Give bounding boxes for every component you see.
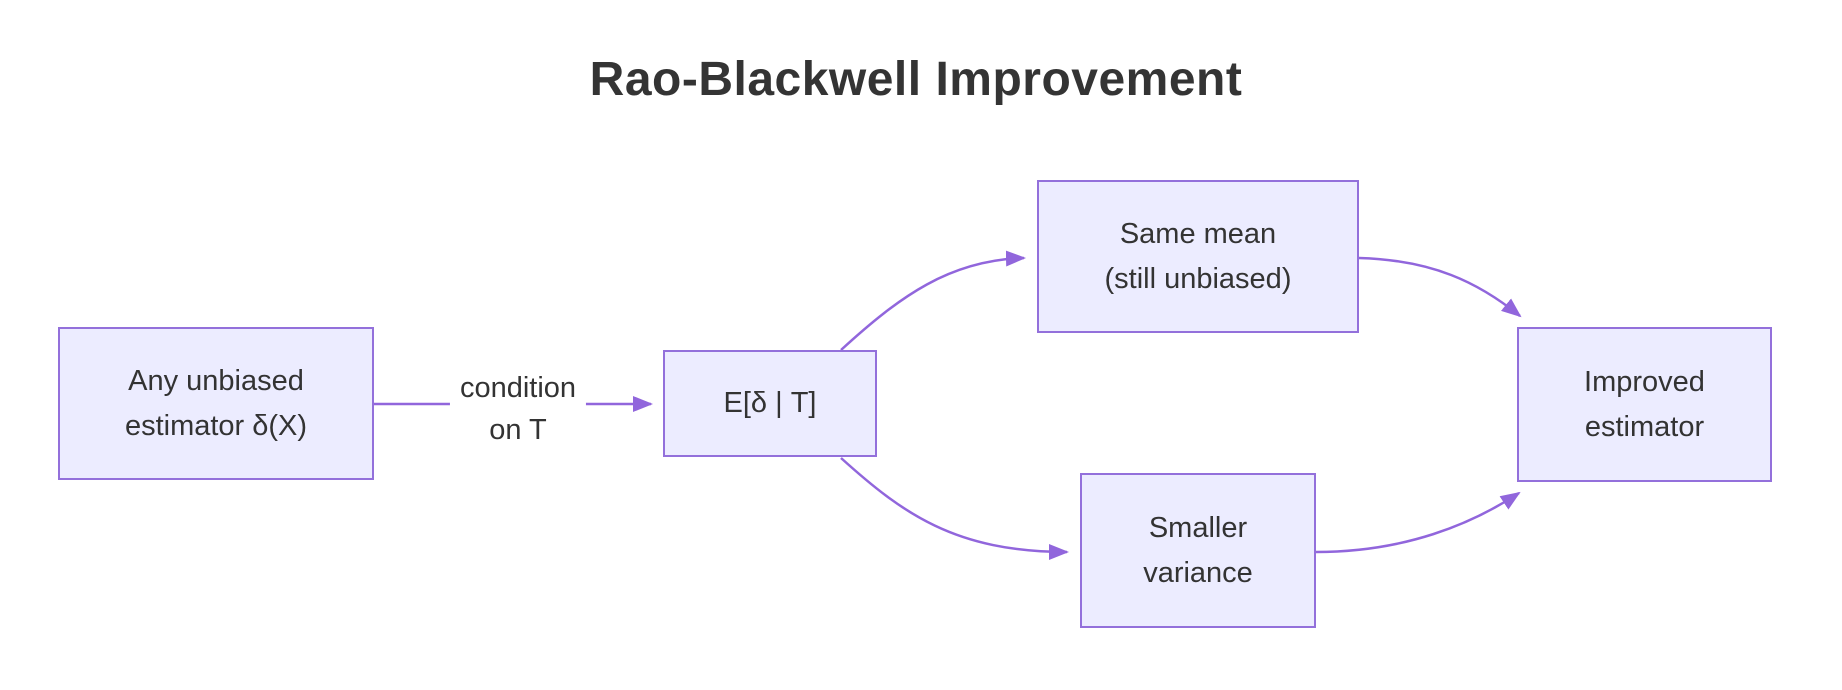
node-conditional-expectation: E[δ | T] bbox=[663, 350, 877, 457]
diagram-title: Rao-Blackwell Improvement bbox=[589, 53, 1243, 106]
node-text-line: E[δ | T] bbox=[723, 387, 817, 419]
node-text-line: Improved bbox=[1584, 365, 1705, 398]
node-text-line: variance bbox=[1143, 556, 1253, 589]
node-improved-estimator: Improved estimator bbox=[1517, 327, 1772, 482]
node-text-line: Same mean bbox=[1119, 217, 1277, 250]
edge-conditional-to-same-mean bbox=[840, 250, 1026, 351]
node-text-line: estimator δ(X) bbox=[124, 409, 308, 442]
node-smaller-variance: Smaller variance bbox=[1080, 473, 1316, 628]
edge-label-line: on T bbox=[489, 414, 547, 446]
node-same-mean: Same mean (still unbiased) bbox=[1037, 180, 1359, 333]
edge-conditional-to-smaller-variance bbox=[840, 457, 1069, 560]
node-text-line: Any unbiased bbox=[128, 364, 304, 397]
edge-same-mean-to-improved bbox=[1358, 256, 1522, 318]
node-text-line: (still unbiased) bbox=[1104, 262, 1292, 295]
edge-label-line: condition bbox=[459, 372, 577, 404]
node-any-unbiased-estimator: Any unbiased estimator δ(X) bbox=[58, 327, 374, 480]
edge-smaller-variance-to-improved bbox=[1315, 491, 1521, 554]
edge-label-condition-on-t: condition on T bbox=[449, 367, 587, 451]
node-text-line: Smaller bbox=[1148, 511, 1248, 544]
node-text-line: estimator bbox=[1584, 410, 1705, 443]
